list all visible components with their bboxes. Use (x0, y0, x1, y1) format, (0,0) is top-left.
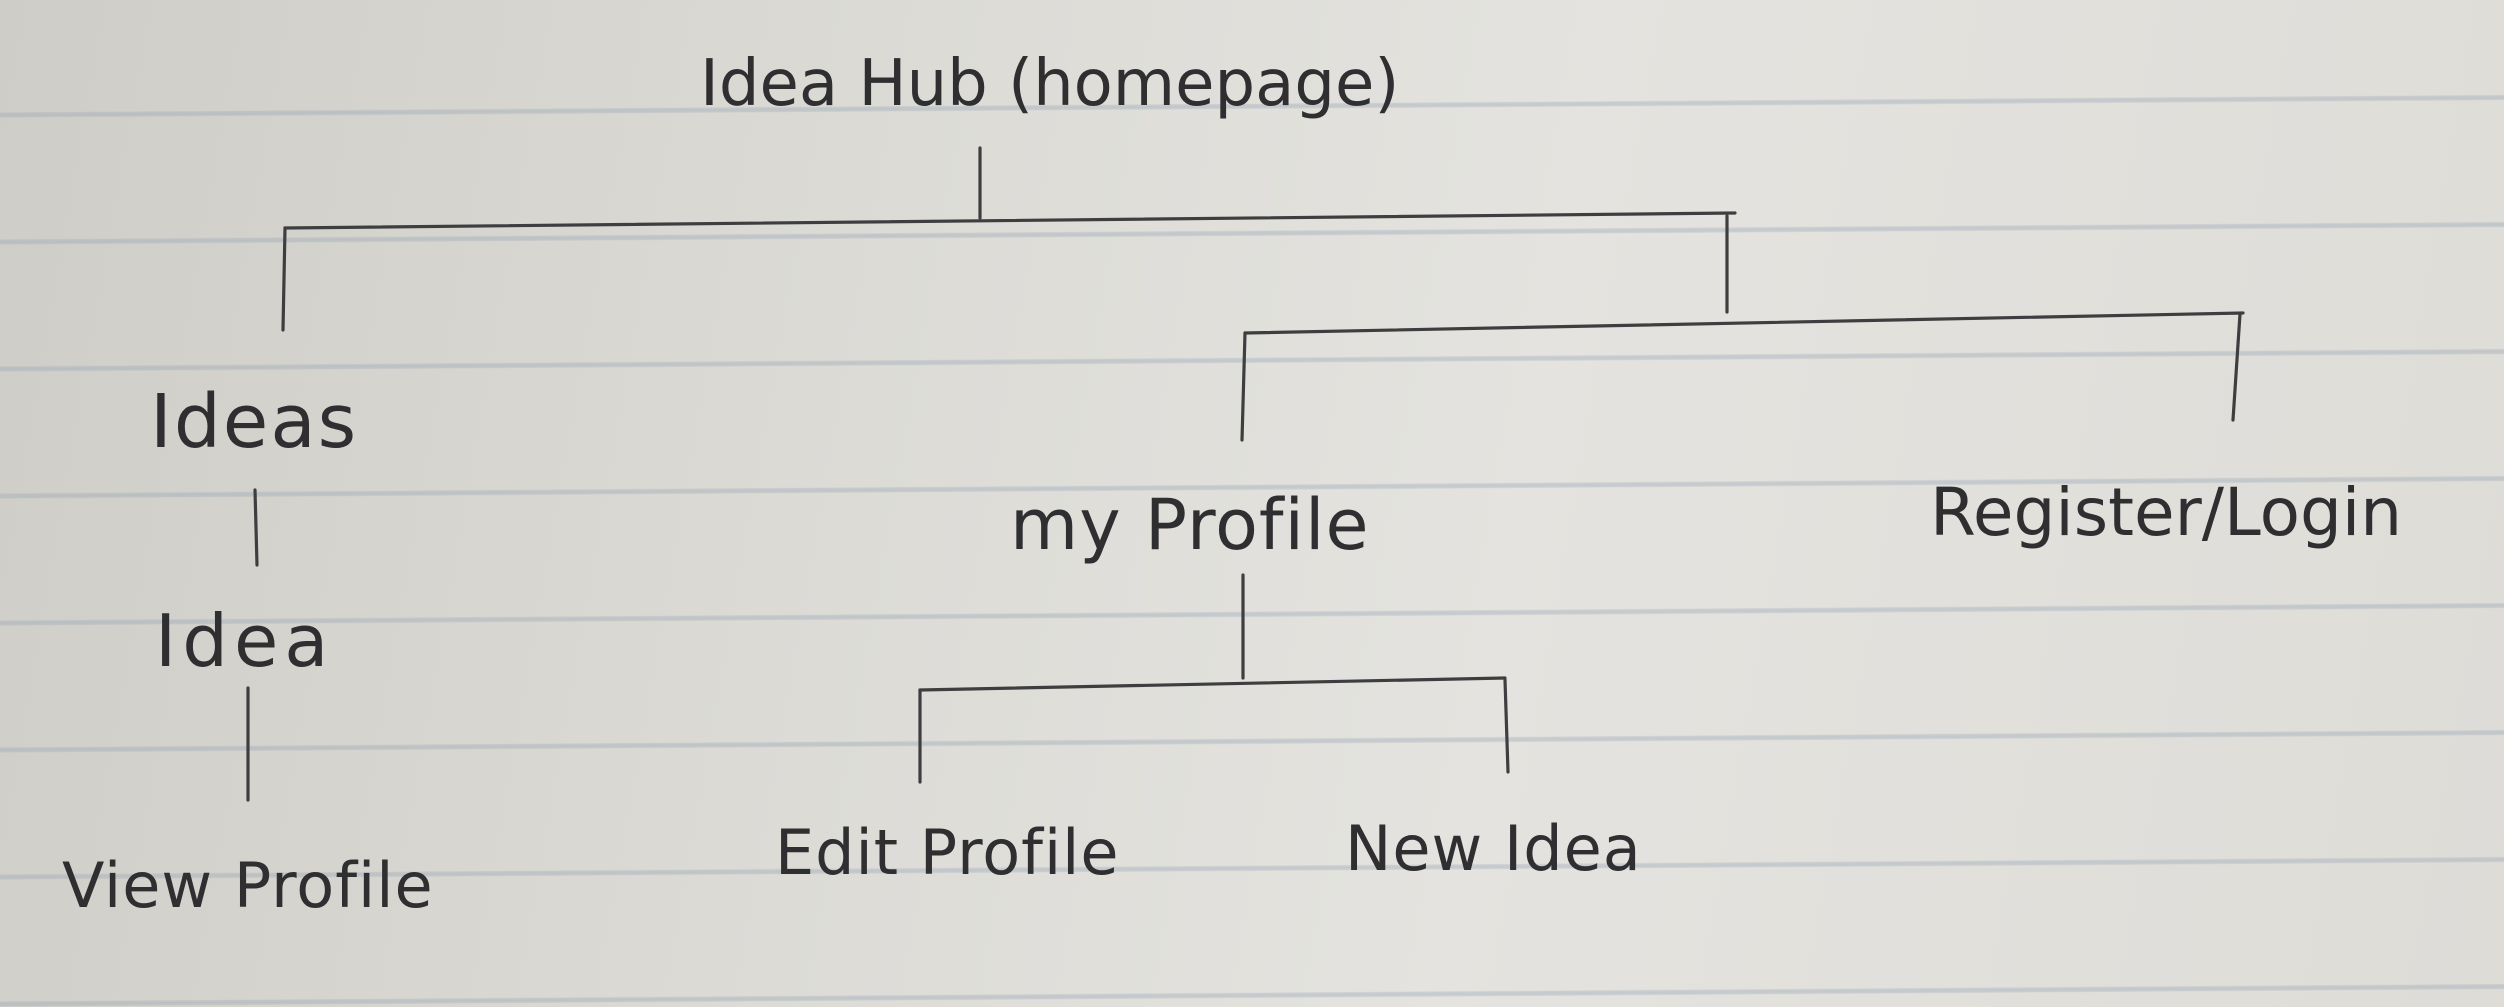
bottom-bracket-bar (918, 676, 1507, 692)
view-profile-node-label: View Profile (62, 849, 434, 922)
right-bracket-right-drop (2231, 312, 2242, 422)
root-node-label: Idea Hub (homepage) (700, 47, 1400, 121)
idea-node-label: Idea (155, 599, 335, 683)
bottom-bracket-right-drop (1503, 678, 1510, 774)
ideas-node-label: Ideas (150, 379, 359, 465)
top-bracket-left-drop (281, 226, 287, 332)
top-bracket-bar (283, 211, 1737, 230)
edit-profile-node-label: Edit Profile (775, 816, 1120, 889)
new-idea-node-label: New Idea (1345, 812, 1642, 885)
ideas-idea-connector (253, 488, 259, 567)
register-login-node-label: Register/Login (1930, 474, 2403, 551)
right-bracket-bar (1243, 311, 2245, 335)
my-profile-node-label: my Profile (1010, 484, 1370, 566)
right-bracket-left-drop (1240, 331, 1247, 442)
